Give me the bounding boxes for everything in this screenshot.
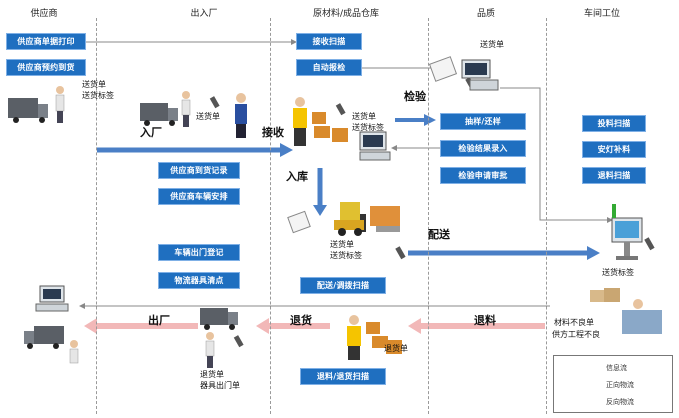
delivery-note-label: 送货单 xyxy=(82,80,106,89)
reverse-material-head xyxy=(408,318,421,334)
reverse-return-head xyxy=(256,318,269,334)
station-delivery-tag: 送货标签 xyxy=(602,268,634,277)
barcode-stock-icon xyxy=(287,210,311,234)
column-divider xyxy=(428,18,429,414)
col-supplier: 供应商 xyxy=(30,9,58,19)
feed-scan-box[interactable]: 投料扫描 xyxy=(582,115,646,132)
defect-supplier-note: 供方工程不良 xyxy=(552,330,600,339)
computer-supplier-icon xyxy=(35,285,69,312)
info-line-station xyxy=(500,87,613,223)
legend-info: 信息流 xyxy=(606,364,627,372)
defect-station-icon xyxy=(622,299,662,334)
flow-deliver-label: 配送 xyxy=(428,228,450,241)
flow-enter-label: 入厂 xyxy=(140,126,162,139)
computer-wh-icon xyxy=(359,131,391,161)
column-divider xyxy=(270,18,271,414)
truck-return-icon xyxy=(24,326,64,349)
supplier-reserve-box[interactable]: 供应商预约到货 xyxy=(6,59,86,76)
barcode-label-icon xyxy=(428,56,458,82)
reverse-exit-head xyxy=(84,318,97,334)
col-quality: 品质 xyxy=(476,9,496,19)
station-terminal-icon xyxy=(611,204,643,260)
col-workshop: 车间工位 xyxy=(583,9,621,19)
wh-delivery-tag: 送货标签 xyxy=(352,123,384,132)
forward-enter-head xyxy=(280,143,293,157)
inspect-approve-box[interactable]: 检验申请审批 xyxy=(440,167,526,184)
scanner-gate-icon xyxy=(209,96,220,109)
truck-gate-icon xyxy=(140,103,178,126)
scanner-stock-icon xyxy=(395,246,406,260)
col-warehouse: 原材料/成品仓库 xyxy=(312,9,380,19)
stock-delivery-tag: 送货标签 xyxy=(330,251,362,260)
forward-deliver-head xyxy=(587,246,600,260)
inspect-entry-box[interactable]: 检验结果录入 xyxy=(440,140,526,157)
receive-scan-box[interactable]: 接收扫描 xyxy=(296,33,362,50)
flow-exit-label: 出厂 xyxy=(148,314,170,327)
andon-box[interactable]: 安灯补料 xyxy=(582,141,646,158)
worker-supplier-icon xyxy=(55,86,65,123)
sample-return-box[interactable]: 抽样/还样 xyxy=(440,113,526,130)
scanner-station-icon xyxy=(644,237,655,251)
auto-inspect-box[interactable]: 自动报检 xyxy=(296,59,362,76)
forward-store-head xyxy=(313,205,327,216)
vehicle-exit-box[interactable]: 车辆出门登记 xyxy=(158,244,240,261)
quality-delivery-note: 送货单 xyxy=(480,40,504,49)
guard-icon xyxy=(235,93,247,138)
material-boxes-icon xyxy=(590,288,620,302)
flow-material-return-label: 退料 xyxy=(474,314,496,327)
flow-return-label: 退货 xyxy=(290,314,312,327)
defect-material-note: 材料不良单 xyxy=(554,318,594,327)
flow-store-label: 入库 xyxy=(286,170,308,183)
computer-quality-icon xyxy=(461,59,499,91)
legend: 信息流 正向物流 反向物流 xyxy=(553,355,673,413)
truck-supplier-icon xyxy=(8,98,48,123)
column-divider xyxy=(546,18,547,414)
wh-return-note: 退货单 xyxy=(384,344,408,353)
warehouse-worker-icon xyxy=(293,97,348,146)
supplier-print-box[interactable]: 供应商单据打印 xyxy=(6,33,86,50)
legend-forward: 正向物流 xyxy=(606,381,634,389)
vehicle-arrange-box[interactable]: 供应商车辆安排 xyxy=(158,188,240,205)
arrival-record-box[interactable]: 供应商到货记录 xyxy=(158,162,240,179)
return-worker-icon xyxy=(347,315,402,360)
column-divider xyxy=(96,18,97,414)
gate-delivery-note: 送货单 xyxy=(196,112,220,121)
forklift-icon xyxy=(334,202,400,236)
legend-reverse: 反向物流 xyxy=(606,398,634,406)
col-gate: 出入厂 xyxy=(190,9,218,19)
flow-receive-label: 接收 xyxy=(262,126,284,139)
scanner-exit-icon xyxy=(233,335,244,348)
exit-return-note: 退货单 xyxy=(200,370,224,379)
flow-inspect-label: 检验 xyxy=(404,90,426,103)
worker-return-icon xyxy=(69,340,79,364)
return-goods-scan-box[interactable]: 退料/退货扫描 xyxy=(300,368,386,385)
scanner-wh-icon xyxy=(335,103,346,116)
truck-exit-icon xyxy=(200,308,238,330)
exit-device-note: 器具出门单 xyxy=(200,381,240,390)
logistics-clear-box[interactable]: 物流器具清点 xyxy=(158,272,240,289)
return-scan-box[interactable]: 退料扫描 xyxy=(582,167,646,184)
worker-exit-icon xyxy=(205,332,215,368)
wh-delivery-note: 送货单 xyxy=(352,112,376,121)
forward-inspect-head xyxy=(424,114,436,126)
stock-delivery-note: 送货单 xyxy=(330,240,354,249)
delivery-tag-label: 送货标签 xyxy=(82,91,114,100)
worker-gate-icon xyxy=(181,91,191,127)
dispatch-scan-box[interactable]: 配送/调拨扫描 xyxy=(300,277,386,294)
